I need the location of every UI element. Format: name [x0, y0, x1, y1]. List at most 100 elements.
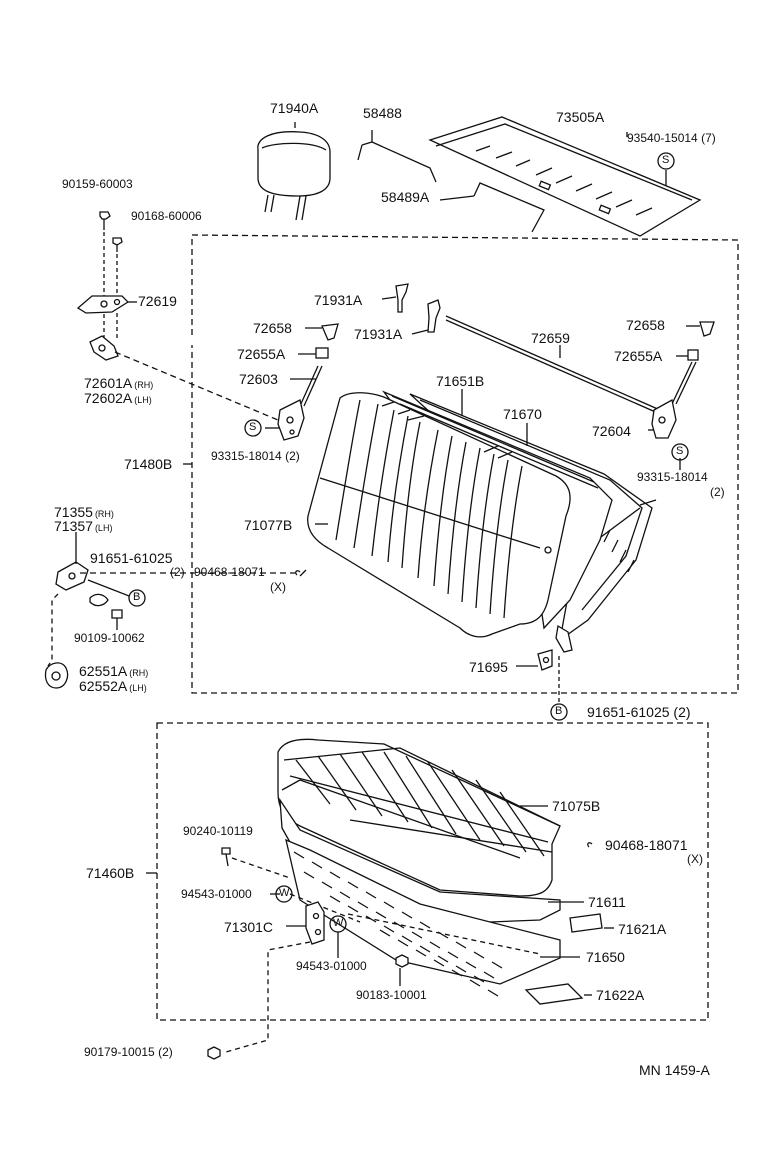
symbol-b-circle [550, 703, 568, 721]
part-label: 90168-60006 [131, 209, 202, 223]
clip-90468-a-icon [295, 570, 301, 576]
part-label: 93540-15014 (7) [627, 131, 716, 145]
diagram-code: MN 1459-A [639, 1062, 710, 1078]
part-label: 93315-18014 (2) [211, 449, 300, 463]
bolt-90159-icon [99, 211, 111, 230]
part-label: 72603 [239, 371, 278, 387]
guide-71931a-icon [411, 299, 441, 335]
symbol-s-letter: S [249, 421, 257, 433]
symbol-s-letter: S [662, 154, 670, 166]
part-label: 71611 [588, 894, 626, 910]
leader-line [347, 913, 541, 955]
part-label: 58489A [381, 189, 430, 205]
symbol-w-letter: W [333, 917, 344, 929]
part-label: 72604 [592, 423, 631, 439]
part-label: 58488 [363, 105, 402, 121]
part-label: 71077B [244, 517, 293, 533]
part-label: 72655A [614, 348, 663, 364]
part-label: 71460B [86, 865, 135, 881]
seat-cushion-assembly-box [156, 722, 709, 1021]
part-label: 91651-61025 (2) [587, 704, 691, 720]
cushion-frame-71650-icon [285, 838, 561, 997]
part-label: 90109-10062 [74, 631, 145, 645]
symbol-s-circle [244, 419, 262, 437]
part-label: 71651B [436, 373, 485, 389]
part-label: 93315-18014 [637, 470, 708, 484]
part-label: 91651-61025 [90, 550, 173, 566]
part-label: 90159-60003 [62, 177, 133, 191]
part-label: 90468-18071 [194, 565, 265, 579]
knob-72658-r-icon [686, 321, 715, 337]
patch-71622a-icon [524, 983, 584, 1005]
part-label: 72601A(RH) [84, 375, 154, 391]
part-label: 71622A [596, 987, 645, 1003]
bracket-71695-icon [537, 649, 553, 671]
part-label: 72619 [138, 293, 177, 309]
bracket-72601a-icon [89, 335, 119, 361]
symbol-b-letter: B [133, 591, 141, 603]
part-label: 71355(RH) [54, 504, 114, 520]
headrest-icon [257, 122, 331, 221]
release-rod-72659-icon [445, 315, 661, 415]
part-label: 71650 [586, 949, 625, 965]
bezel-72655a-r-icon [676, 349, 699, 361]
part-label: 71480B [124, 456, 173, 472]
leader-line [231, 857, 291, 879]
part-label: (2) [170, 565, 185, 579]
rod-58488-icon [357, 130, 437, 183]
part-label: 71301C [224, 919, 274, 935]
part-label: 71670 [503, 406, 542, 422]
symbol-s-circle [657, 152, 675, 170]
part-label: 90183-10001 [356, 988, 427, 1002]
nut-90179-icon [207, 1046, 221, 1060]
leader-line [47, 593, 59, 667]
part-label: (2) [710, 485, 725, 499]
part-label: 72659 [531, 330, 570, 346]
washer-icon [89, 593, 109, 607]
part-label: 71075B [552, 798, 601, 814]
part-label: 94543-01000 [296, 959, 367, 973]
bolt-90168-icon [112, 237, 123, 252]
leader-line [299, 569, 307, 577]
part-label: 94543-01000 [181, 887, 252, 901]
hinge-72619-icon [76, 295, 130, 314]
part-label: 71621A [618, 921, 667, 937]
part-label: 71931A [314, 292, 363, 308]
symbol-w-circle [329, 915, 347, 933]
cover-62551a-icon [44, 662, 69, 689]
symbol-s-circle [671, 443, 689, 461]
knob-72658-icon [305, 323, 339, 341]
hook-71301c-icon [305, 901, 325, 945]
part-label: 72655A [237, 346, 286, 362]
patch-71621a-icon [569, 913, 603, 933]
back-board-icon [428, 116, 702, 237]
leader-line [225, 941, 311, 1053]
seatback-assembly-box [191, 234, 739, 694]
part-label: (X) [270, 580, 286, 594]
part-label: 71931A [354, 326, 403, 342]
lock-72603-icon [277, 365, 323, 441]
leader-line [87, 579, 130, 597]
bracket-71355-icon [55, 561, 89, 591]
part-label: 71695 [469, 659, 508, 675]
lock-72604-icon [651, 361, 697, 439]
symbol-w-circle [275, 885, 293, 903]
nut-90183-icon [395, 954, 409, 968]
bezel-72655a-icon [298, 347, 329, 359]
part-label: 71940A [270, 100, 319, 116]
pivot-icon [555, 624, 573, 653]
symbol-b-circle [128, 589, 146, 607]
part-label: 72658 [253, 320, 292, 336]
part-label: 90179-10015 (2) [84, 1045, 173, 1059]
part-label: 62552A(LH) [79, 678, 147, 694]
symbol-s-letter: S [676, 445, 684, 457]
part-label: 73505A [556, 109, 605, 125]
part-label: (X) [687, 852, 703, 866]
leader-line [289, 893, 361, 923]
part-label: 90240-10119 [183, 824, 253, 838]
bolt-90109-icon [111, 609, 123, 619]
symbol-w-letter: W [279, 887, 290, 899]
symbol-b-letter: B [555, 705, 563, 717]
